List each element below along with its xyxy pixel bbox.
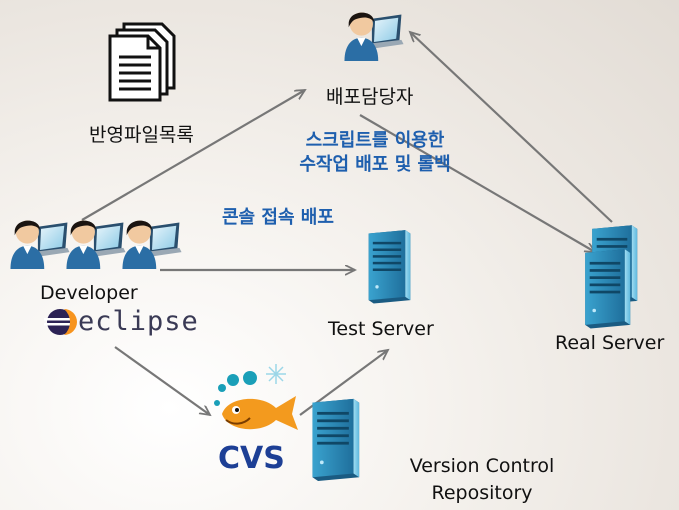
flow-arrows	[81, 32, 613, 415]
developer-person-icon	[66, 220, 126, 269]
documents-icon	[108, 22, 176, 102]
console-deploy-label: 콘솔 접속 배포	[222, 207, 334, 228]
developer-label: Developer	[40, 282, 138, 304]
file-list-label: 반영파일목록	[89, 124, 194, 146]
eclipse-logo-icon	[44, 309, 77, 335]
real-server-label: Real Server	[555, 332, 665, 354]
eclipse-logo-text: eclipse	[78, 306, 199, 337]
script-deploy-label-line1: 스크립트를 이용한	[305, 130, 445, 151]
test-server-icon	[368, 230, 411, 304]
repository-label-line1: Version Control	[409, 455, 555, 477]
script-deploy-label-line2: 수작업 배포 및 롤백	[299, 154, 451, 175]
arrow-manager-to-real-server	[359, 114, 595, 252]
arrow-real-server-to-manager	[410, 32, 613, 223]
repository-label-line2: Repository	[431, 482, 533, 504]
test-server-label: Test Server	[328, 318, 434, 340]
deploy-manager-person-icon	[344, 12, 404, 61]
repository-server-icon	[312, 398, 360, 481]
developer-person-icon	[122, 220, 182, 269]
cvs-logo-text: CVS	[218, 441, 285, 476]
arrow-eclipse-to-cvs	[114, 346, 210, 415]
deploy-manager-label: 배포담당자	[326, 86, 414, 108]
developer-person-icon	[10, 220, 70, 269]
cvs-fish-logo-icon	[214, 364, 298, 430]
arrow-developer-to-manager	[81, 90, 305, 221]
real-server-icon	[585, 225, 638, 329]
developer-group-icon	[10, 220, 182, 269]
